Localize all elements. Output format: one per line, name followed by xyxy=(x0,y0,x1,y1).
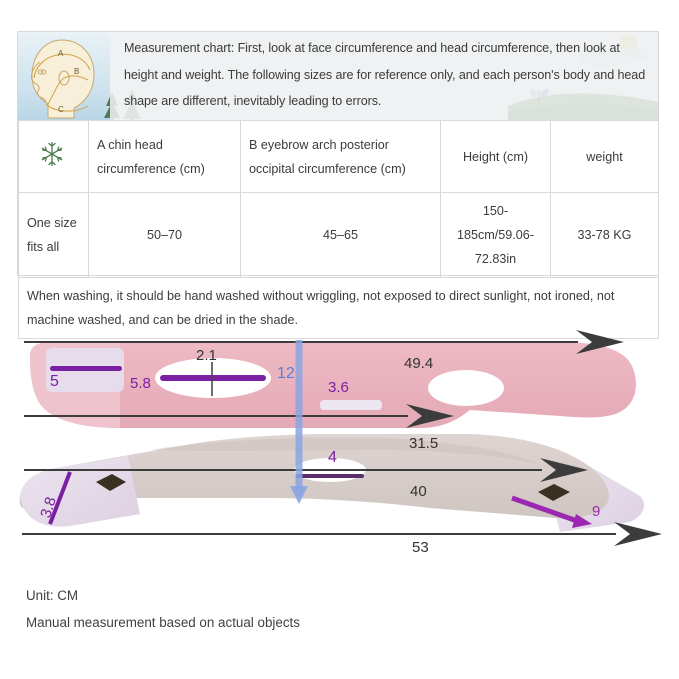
head-diagram-svg: A B C xyxy=(31,39,95,119)
info-header-text-plate: Measurement chart: First, look at face c… xyxy=(110,32,658,120)
snowflake-icon xyxy=(41,141,63,166)
header-weight: weight xyxy=(550,120,659,193)
label-494: 49.4 xyxy=(404,355,433,372)
head-label-c: C xyxy=(58,105,64,114)
lower-right-tab xyxy=(556,464,645,532)
arrow-12-vertical xyxy=(290,340,308,504)
head-measurement-illustration: A B C xyxy=(18,32,110,120)
cell-chin-circumference: 50–70 xyxy=(88,192,241,278)
washing-note-cell: When washing, it should be hand washed w… xyxy=(18,141,659,339)
label-58: 5.8 xyxy=(130,375,151,392)
measurement-labels: 5 5.8 2.1 12 3.6 4 3.8 9 49.4 31.5 40 53 xyxy=(37,347,600,556)
ear-hole-right xyxy=(428,370,504,406)
lower-band-shape xyxy=(19,434,645,532)
measure-line-38 xyxy=(48,471,72,525)
buckle-right xyxy=(538,484,570,501)
table-header-row: A chin head circumference (cm) B eyebrow… xyxy=(18,120,659,193)
label-53: 53 xyxy=(412,539,429,556)
label-12: 12 xyxy=(277,365,295,382)
label-40: 40 xyxy=(410,483,427,500)
label-38: 3.8 xyxy=(37,495,60,520)
measurement-chart-paragraph: Measurement chart: First, look at face c… xyxy=(124,41,646,108)
lower-left-pad xyxy=(20,456,140,527)
product-measurement-diagram: 5 5.8 2.1 12 3.6 4 3.8 9 49.4 31.5 40 53 xyxy=(0,300,679,562)
size-chart-table: A chin head circumference (cm) B eyebrow… xyxy=(18,120,659,339)
label-9: 9 xyxy=(592,503,600,520)
cell-weight: 33-78 KG xyxy=(550,192,659,278)
cell-height: 150-185cm/59.06-72.83in xyxy=(440,192,551,278)
measure-line-4 xyxy=(296,474,364,478)
head-label-a: A xyxy=(58,49,64,58)
measure-arrow-9 xyxy=(511,495,581,525)
pad-36 xyxy=(320,400,382,410)
measure-line-5 xyxy=(50,366,122,371)
label-315: 31.5 xyxy=(409,435,438,452)
info-header-band: A B C Measurement chart: First, xyxy=(18,32,658,120)
label-5: 5 xyxy=(50,373,59,390)
washing-note-row: When washing, it should be hand washed w… xyxy=(18,141,659,339)
unit-note: Unit: CM xyxy=(26,588,79,603)
manual-measurement-note: Manual measurement based on actual objec… xyxy=(26,615,300,630)
cell-size: One size fits all xyxy=(18,192,89,278)
upper-strap-shape xyxy=(30,342,636,428)
table-row: One size fits all 50–70 45–65 150-185cm/… xyxy=(18,192,659,278)
buckle-left xyxy=(96,474,126,491)
measure-line-58 xyxy=(160,375,266,381)
footer-notes: Unit: CM Manual measurement based on act… xyxy=(26,582,626,636)
header-height: Height (cm) xyxy=(440,120,551,193)
label-36: 3.6 xyxy=(328,379,349,396)
header-eyebrow-circumference: B eyebrow arch posterior occipital circu… xyxy=(240,120,441,193)
measurement-info-panel: A B C Measurement chart: First, xyxy=(17,31,659,339)
head-label-b: B xyxy=(74,67,79,76)
header-chin-circumference: A chin head circumference (cm) xyxy=(88,120,241,193)
label-4: 4 xyxy=(328,449,337,466)
cell-eyebrow-circumference: 45–65 xyxy=(240,192,441,278)
label-21: 2.1 xyxy=(196,347,217,364)
diagram-svg: 5 5.8 2.1 12 3.6 4 3.8 9 49.4 31.5 40 53 xyxy=(19,330,662,556)
washing-note-text: When washing, it should be hand washed w… xyxy=(27,289,615,327)
